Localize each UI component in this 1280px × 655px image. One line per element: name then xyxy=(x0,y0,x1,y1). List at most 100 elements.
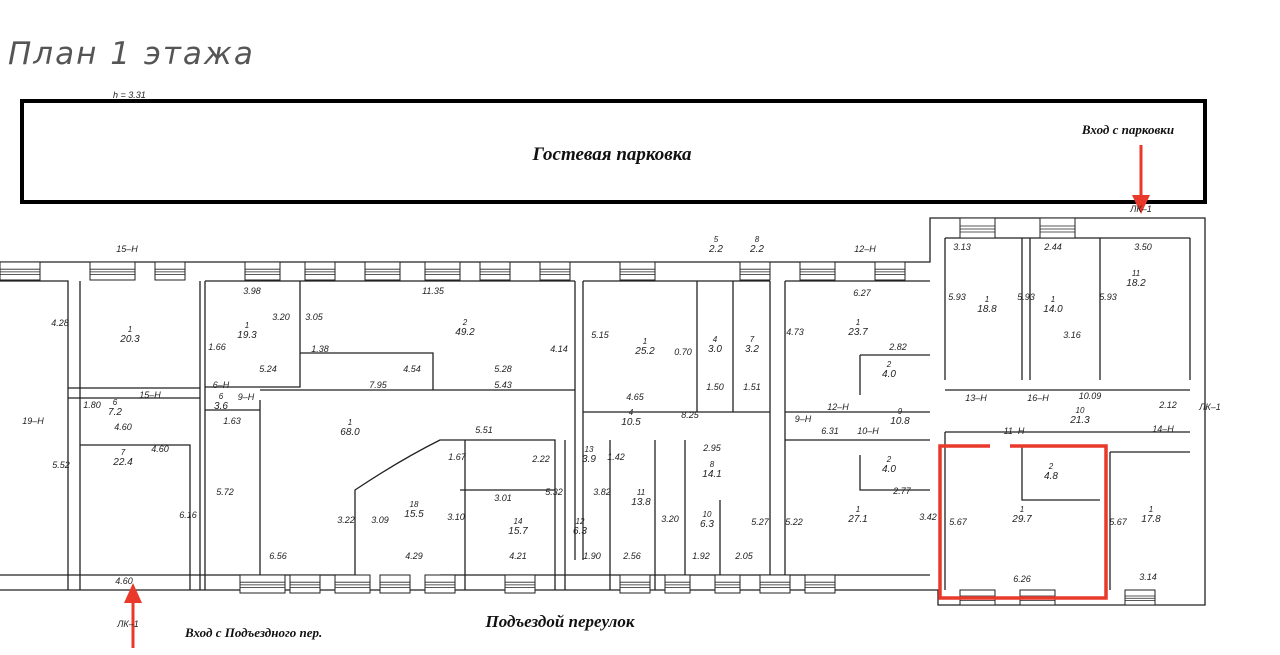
dimension-label: 6.27 xyxy=(853,288,872,298)
dimension-label: 2.44 xyxy=(1043,242,1062,252)
room-area: 23.7 xyxy=(847,327,868,338)
window xyxy=(479,261,511,281)
dimension-label: 4.60 xyxy=(115,576,133,586)
room-area: 18.8 xyxy=(977,304,997,315)
room-area: 10.8 xyxy=(890,416,910,427)
room-number: 6 xyxy=(113,398,118,407)
dimension-label: 4.65 xyxy=(626,392,645,402)
window xyxy=(714,574,741,594)
dimension-label: 4.14 xyxy=(550,344,568,354)
dimension-label: 1.80 xyxy=(83,400,101,410)
window xyxy=(804,574,836,594)
dimension-label: 4.54 xyxy=(403,364,421,374)
room-area: 4.8 xyxy=(1044,471,1058,482)
dimension-label: 5.51 xyxy=(475,425,493,435)
dimension-label: 6.16 xyxy=(179,510,197,520)
window xyxy=(1124,589,1156,606)
dimension-label: 3.01 xyxy=(494,493,512,503)
dimension-label: 3.42 xyxy=(919,512,937,522)
window xyxy=(799,261,836,281)
street-label: Подъездой переулок xyxy=(484,612,634,631)
dimension-label: 1.42 xyxy=(607,452,625,462)
room-area: 3.6 xyxy=(214,401,228,412)
room-area: 27.1 xyxy=(847,514,867,525)
window xyxy=(364,261,401,281)
room-area: 17.8 xyxy=(1141,514,1161,525)
room-area: 10.5 xyxy=(621,417,641,428)
window xyxy=(239,574,286,594)
axis-mark: 12–Н xyxy=(854,244,876,254)
window xyxy=(504,574,536,594)
dimension-label: 3.09 xyxy=(371,515,389,525)
dimension-label: 3.20 xyxy=(661,514,679,524)
dimension-label: 3.14 xyxy=(1139,572,1157,582)
dimension-label: 4.21 xyxy=(509,551,527,561)
parking-entrance-arrow xyxy=(1132,145,1150,214)
dimension-label: 4.60 xyxy=(151,444,169,454)
dimension-label: 5.22 xyxy=(785,517,803,527)
axis-mark: 15–Н xyxy=(139,390,161,400)
dimension-label: 3.13 xyxy=(953,242,971,252)
axis-mark: ЛК–1 xyxy=(1198,402,1221,412)
axis-mark: 6–Н xyxy=(213,380,230,390)
room-area: 68.0 xyxy=(340,427,360,438)
room-area: 25.2 xyxy=(634,346,655,357)
dimension-label: 1.50 xyxy=(706,382,724,392)
window xyxy=(1039,217,1076,239)
dimension-label: 2.82 xyxy=(888,342,907,352)
window xyxy=(89,261,136,281)
dimension-label: 5.32 xyxy=(545,487,563,497)
dimension-label: 1.51 xyxy=(743,382,761,392)
room-labels: 120.367.2722.4119.363.6249.2168.0125.243… xyxy=(108,235,1161,537)
dimension-label: 6.31 xyxy=(821,426,839,436)
room-area: 14.1 xyxy=(702,469,721,480)
dimension-label: 1.63 xyxy=(223,416,241,426)
room-number: 1 xyxy=(128,325,132,334)
window xyxy=(739,261,771,281)
dimension-label: 6.26 xyxy=(1013,574,1031,584)
room-number: 13 xyxy=(585,445,594,454)
dimension-label: 5.52 xyxy=(52,460,70,470)
dimension-label: 4.60 xyxy=(114,422,132,432)
guest-parking-label: Гостевая парковка xyxy=(532,144,692,165)
room-number: 5 xyxy=(714,235,719,244)
dimension-label: 0.70 xyxy=(674,347,692,357)
axis-mark: 11–Н xyxy=(1004,426,1025,436)
window xyxy=(664,574,691,594)
room-number: 1 xyxy=(643,337,647,346)
room-area: 15.5 xyxy=(404,509,424,520)
room-area: 19.3 xyxy=(237,330,257,341)
room-number: 8 xyxy=(710,460,715,469)
room-number: 2 xyxy=(462,318,468,327)
highlighted-unit-outline xyxy=(938,444,1108,600)
room-area: 2.2 xyxy=(749,244,764,255)
window xyxy=(154,261,186,281)
axis-mark: 14–Н xyxy=(1152,424,1174,434)
room-number: 1 xyxy=(1051,295,1055,304)
room-area: 4.0 xyxy=(882,464,896,475)
lane-entrance-label: Вход с Подъездного пер. xyxy=(184,625,322,640)
dimension-label: 3.16 xyxy=(1063,330,1081,340)
room-number: 4 xyxy=(713,335,718,344)
room-area: 13.8 xyxy=(631,497,651,508)
guest-parking-area xyxy=(20,99,1207,204)
room-number: 7 xyxy=(121,448,126,457)
dimension-label: 5.24 xyxy=(259,364,277,374)
dimension-label: 5.72 xyxy=(216,487,234,497)
room-number: 14 xyxy=(514,517,523,526)
window xyxy=(759,574,791,594)
dimension-label: 5.93 xyxy=(1099,292,1117,302)
dimension-label: 1.90 xyxy=(583,551,601,561)
room-number: 1 xyxy=(348,418,352,427)
dimension-label: 10.09 xyxy=(1079,391,1102,401)
window xyxy=(619,574,651,594)
room-area: 15.7 xyxy=(508,526,528,537)
room-number: 2 xyxy=(886,360,892,369)
dimension-label: 4.29 xyxy=(405,551,423,561)
room-number: 1 xyxy=(856,318,860,327)
dimension-label: 4.28 xyxy=(51,318,69,328)
axis-mark: 9–Н xyxy=(795,414,812,424)
room-area: 2.2 xyxy=(708,244,723,255)
